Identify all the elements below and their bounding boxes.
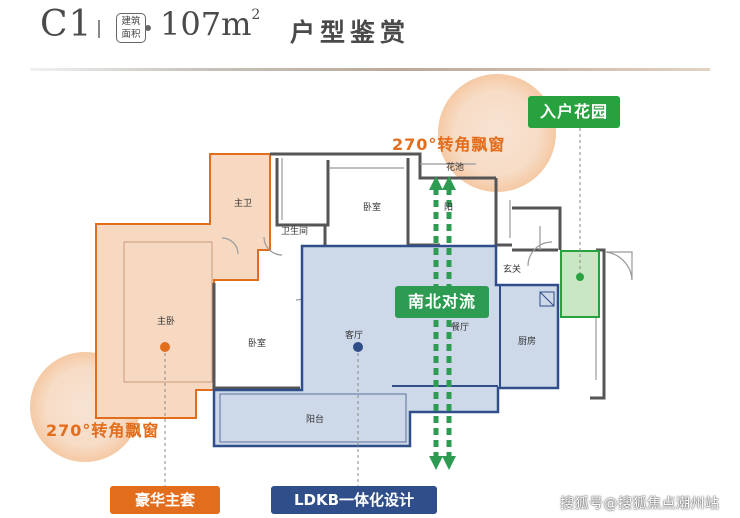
callout-north-south: 南北对流: [395, 286, 489, 318]
master-suite-area: [95, 153, 271, 419]
airflow-arrow-down-2: [442, 456, 456, 470]
room-master-bath: 主卫: [234, 199, 253, 209]
callout-luxury-suite: 豪华主套: [110, 486, 220, 514]
room-master-bedroom: 主卧: [157, 317, 176, 327]
area-badge-line1: 建筑: [121, 16, 141, 27]
room-bedroom-left: 卧室: [248, 339, 267, 349]
callout-bay-window-top: 270°转角飘窗: [392, 135, 506, 154]
header-divider: [98, 20, 100, 38]
living-room-marker: [353, 342, 363, 352]
room-kitchen: 厨房: [518, 337, 537, 347]
bay-window-glow-top: [438, 74, 556, 192]
floor-area-unit-sup: 2: [251, 7, 261, 23]
callout-ldkb: LDKB一体化设计: [271, 486, 437, 514]
page-title: 户型鉴赏: [290, 18, 411, 47]
unit-code: C1: [40, 4, 93, 45]
airflow-arrow-up-2: [442, 176, 456, 190]
floor-area-value: 107m: [160, 5, 252, 43]
entry-garden-marker: [576, 273, 584, 281]
callout-entry-garden: 入户花园: [528, 96, 620, 128]
callout-bay-window-left: 270°转角飘窗: [46, 421, 160, 440]
master-suite-inner-line: [123, 241, 213, 383]
entry-garden-area: [560, 250, 600, 318]
room-bedroom-top: 卧室: [363, 203, 382, 213]
floor-area: 107m2: [160, 5, 260, 43]
airflow-arrows: [433, 188, 452, 460]
room-planter: 花池: [446, 163, 465, 173]
room-partial: 阳: [444, 203, 454, 213]
room-dining: 餐厅: [451, 323, 470, 333]
kitchen-counter: [539, 291, 555, 307]
badge-dot: [145, 25, 151, 31]
balcony-inner: [219, 393, 407, 443]
room-bathroom: 卫生间: [281, 227, 309, 237]
header-rule: [30, 68, 710, 71]
watermark: 搜狐号@搜狐焦点潮州站: [560, 496, 720, 512]
room-balcony: 阳台: [306, 415, 325, 425]
airflow-arrow-down-1: [429, 456, 443, 470]
room-living: 客厅: [345, 331, 364, 341]
airflow-arrow-up-1: [429, 176, 443, 190]
master-bedroom-marker: [160, 342, 170, 352]
room-foyer: 玄关: [503, 265, 522, 275]
area-badge-line2: 面积: [121, 29, 141, 40]
